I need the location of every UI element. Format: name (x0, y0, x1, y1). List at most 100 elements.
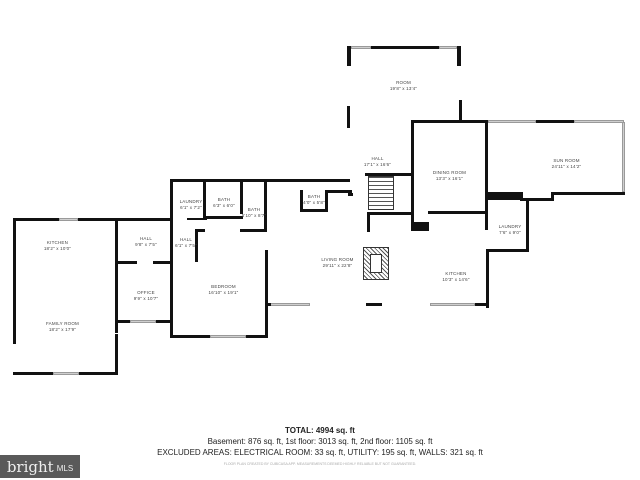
logo-suffix: MLS (56, 463, 74, 473)
wall (367, 212, 413, 215)
room-name: KITCHEN (445, 271, 467, 276)
room-dims: 7'6" x 9'0" (499, 230, 521, 235)
wall (520, 198, 554, 201)
total-area: TOTAL: 4994 sq. ft (285, 426, 355, 435)
wall (475, 303, 489, 306)
window (351, 46, 371, 49)
room-name: BATH (247, 207, 261, 212)
wall (13, 218, 59, 221)
wall (428, 211, 488, 214)
room-name: LAUNDRY (179, 199, 203, 204)
window (59, 218, 78, 221)
room-name: SUN ROOM (553, 158, 580, 163)
wall (459, 100, 462, 122)
room-dims: 18'2" x 10'0" (43, 246, 72, 251)
window (622, 122, 625, 192)
wall (411, 120, 488, 123)
wall (246, 335, 268, 338)
wall (187, 218, 207, 220)
room-dims: 10'3" x 14'6" (442, 277, 470, 282)
wall (156, 320, 172, 323)
window (270, 303, 310, 306)
wall (486, 249, 529, 252)
logo-brand: bright (6, 457, 54, 476)
wall (203, 179, 206, 219)
disclaimer: FLOOR PLAN CREATED BY CUBICASA APP. MEAS… (223, 462, 417, 466)
wall (457, 46, 461, 66)
room-name: HALL (371, 156, 384, 161)
room-name: HALL (139, 236, 153, 241)
bright-mls-logo: bright MLS (0, 455, 80, 478)
wall (347, 106, 350, 128)
wall (115, 218, 118, 333)
wall (195, 229, 205, 232)
room-dims: 4'0" x 5'8" (303, 200, 325, 205)
wall (203, 216, 243, 219)
wall (536, 120, 574, 123)
room-dims: 19'8" x 13'4" (389, 86, 418, 91)
wall (170, 179, 350, 182)
window (210, 335, 246, 338)
room-dims: 6'1" x 7'5" (175, 243, 197, 248)
room-dims: 9'8" x 7'5" (135, 242, 157, 247)
wall (115, 320, 130, 323)
wall (367, 212, 370, 232)
wall (170, 335, 210, 338)
room-name: KITCHEN (46, 240, 69, 245)
room-name: BEDROOM (211, 284, 236, 289)
room-name: DINING ROOM (432, 170, 467, 175)
room-name: LAUNDRY (498, 224, 522, 229)
wall (551, 192, 625, 195)
room-dims: 6'1" x 7'2" (180, 205, 202, 210)
room-name: FAMILY ROOM (45, 321, 80, 326)
wall (170, 179, 173, 231)
wall (264, 179, 267, 229)
room-dims: 17'1" x 16'6" (363, 162, 392, 167)
wall (300, 190, 303, 211)
wall (115, 334, 118, 375)
window (430, 303, 475, 306)
wall (265, 303, 271, 306)
floor-breakdown: Basement: 876 sq. ft, 1st floor: 3013 sq… (207, 437, 433, 446)
wall (371, 46, 439, 49)
room-name: BATH (307, 194, 321, 199)
wall (485, 120, 488, 230)
wall (300, 209, 328, 212)
staircase (368, 176, 394, 210)
wall (486, 250, 489, 308)
wall (195, 229, 198, 262)
room-name: HALL (179, 237, 193, 242)
wall (13, 218, 16, 344)
wall (486, 192, 522, 200)
room-dims: 6'3" x 6'0" (213, 203, 235, 208)
wall (327, 190, 352, 193)
wall (325, 190, 328, 211)
window (439, 46, 457, 49)
room-name: OFFICE (137, 290, 155, 295)
wall (265, 250, 268, 338)
wall (115, 261, 137, 264)
room-dims: 18'2" x 17'9" (48, 327, 77, 332)
room-dims: 29'11" x 22'8" (322, 263, 353, 268)
electrical-room (411, 222, 429, 231)
fireplace (363, 247, 389, 280)
wall (348, 193, 353, 196)
wall (240, 179, 243, 214)
room-name: ROOM (396, 80, 411, 85)
window (53, 372, 79, 375)
